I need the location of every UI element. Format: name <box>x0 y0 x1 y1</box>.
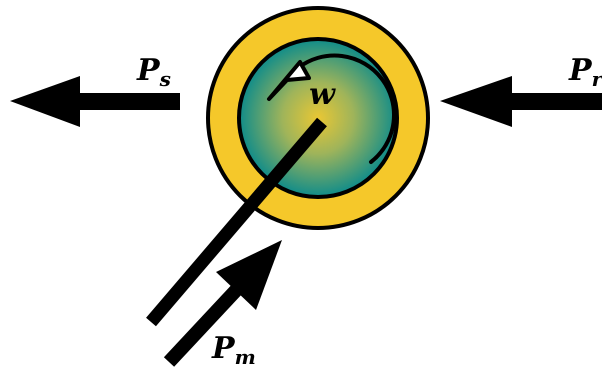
pm-arrow-shaft <box>163 281 246 367</box>
pm-label: Pm <box>211 331 256 369</box>
ps-label-main: P <box>136 53 161 88</box>
ps-arrow <box>10 76 180 127</box>
ps-arrow-shaft <box>72 93 180 110</box>
pm-label-main: P <box>211 331 236 366</box>
pr-label-sub: r <box>592 67 602 91</box>
pr-arrowhead-icon <box>440 76 512 127</box>
rotation-arc <box>296 53 396 164</box>
rotor-shaft <box>146 117 327 327</box>
ps-arrowhead-icon <box>10 76 80 127</box>
rotation-arrowhead-icon <box>267 60 311 101</box>
pr-arrow-shaft <box>510 93 602 110</box>
pr-arrow <box>440 76 602 127</box>
pr-label-main: P <box>568 53 593 88</box>
ps-label: Ps <box>136 53 171 91</box>
pm-label-sub: m <box>235 345 256 369</box>
pm-arrowhead-icon <box>216 240 282 310</box>
ps-label-sub: s <box>159 67 171 91</box>
omega-label: w <box>309 77 336 112</box>
rotor-inner-disk <box>237 37 399 199</box>
pr-label: Pr <box>568 53 602 91</box>
pm-arrow <box>163 240 282 367</box>
